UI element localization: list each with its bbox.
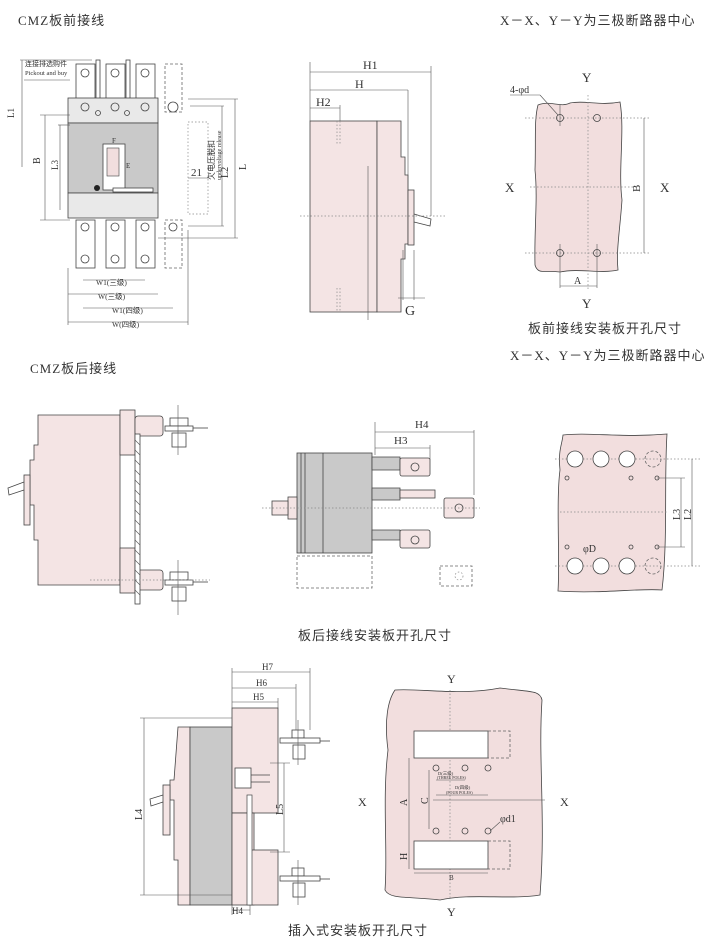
terminal-divider — [95, 59, 101, 101]
title-rear-panel-cutout: 板后接线安装板开孔尺寸 — [298, 629, 453, 644]
label-W-four: W(四级) — [112, 319, 140, 329]
front-view: 连接排选购件 Pickout and buy L1 B L3 F E 21 欠电… — [6, 59, 249, 329]
label-L2: L2 — [220, 167, 231, 178]
undervoltage-cn: 欠电压脱扣 — [206, 140, 216, 180]
label-A: A — [574, 276, 582, 287]
label-phi-D: φD — [583, 544, 596, 555]
handle — [106, 147, 120, 177]
label-Y-bottom: Y — [447, 905, 456, 919]
label-D-four-cn: D(四级) — [455, 784, 471, 791]
callout-en: Pickout and buy — [25, 70, 68, 77]
label-B: B — [631, 185, 643, 192]
label-H6: H6 — [256, 678, 267, 688]
title-center-note-1: X－X、Y－Y为三极断路器中心 — [500, 13, 696, 28]
label-L: L — [238, 164, 249, 170]
label-E: E — [126, 162, 130, 170]
label-H4: H4 — [415, 419, 429, 431]
title-front-panel-cutout: 板前接线安装板开孔尺寸 — [528, 322, 683, 337]
label-F: F — [112, 137, 116, 145]
label-H4: H4 — [232, 906, 243, 916]
label-D-four-en: (FOUR POLES) — [446, 790, 473, 795]
label-L5: L5 — [275, 804, 286, 815]
label-4-phi-d: 4-φd — [510, 85, 529, 96]
label-X-right: X — [660, 180, 670, 195]
label-Y-top: Y — [582, 70, 592, 85]
label-L3: L3 — [672, 509, 683, 520]
label-C: C — [420, 797, 431, 804]
plugin-cutout: D(三级) (THREE POLES) D(四级) (FOUR POLES) Y… — [358, 672, 569, 919]
label-X-right: X — [560, 795, 569, 809]
rear-side-view — [7, 405, 210, 615]
label-L2: L2 — [683, 509, 694, 520]
label-A: A — [399, 798, 410, 806]
label-L4: L4 — [134, 809, 145, 820]
title-front-wiring: CMZ板前接线 — [18, 13, 106, 28]
label-H: H — [355, 77, 364, 91]
label-Y-bottom: Y — [582, 296, 592, 311]
label-L1: L1 — [6, 108, 16, 118]
callout-cn: 连接排选购件 — [25, 59, 67, 68]
title-plugin-panel-cutout: 插入式安装板开孔尺寸 — [288, 924, 429, 939]
plugin-side-view: H7 H6 H5 H4 L4 L5 — [134, 662, 330, 916]
breaker-cover-bottom — [67, 192, 159, 219]
label-H: H — [399, 853, 410, 860]
title-rear-wiring: CMZ板后接线 — [30, 361, 118, 376]
indicator-dot — [94, 185, 100, 191]
label-B: B — [32, 157, 43, 164]
label-W1-four: W1(四级) — [112, 305, 143, 315]
label-D-three-en: (THREE POLES) — [437, 775, 466, 780]
side-view: H1 H H2 G — [300, 58, 445, 320]
title-center-note-2: X－X、Y－Y为三极断路器中心 — [510, 348, 706, 363]
rear-top-view: H4 H3 — [262, 419, 480, 589]
label-W-three: W(三级) — [98, 291, 126, 301]
label-X-left: X — [358, 795, 367, 809]
label-H5: H5 — [253, 692, 264, 702]
label-H7: H7 — [262, 662, 273, 672]
label-H3: H3 — [394, 435, 408, 447]
label-L3: L3 — [50, 160, 60, 170]
label-G: G — [405, 304, 415, 319]
label-Y-top: Y — [447, 672, 456, 686]
label-B: B — [449, 874, 454, 882]
label-X-left: X — [505, 180, 515, 195]
terminal-divider — [125, 59, 131, 101]
label-H1: H1 — [363, 58, 378, 72]
undervoltage-en: undervoltage release — [217, 130, 223, 180]
rear-cutout: L3 L2 φD — [555, 433, 700, 593]
front-cutout: 4-φd Y Y X X B A — [505, 70, 670, 311]
label-H2: H2 — [316, 95, 331, 109]
label-W1-three: W1(三级) — [96, 277, 127, 287]
label-D-three-cn: D(三级) — [438, 770, 454, 777]
label-21: 21 — [191, 167, 202, 179]
label-phi-d1: φd1 — [500, 814, 516, 825]
